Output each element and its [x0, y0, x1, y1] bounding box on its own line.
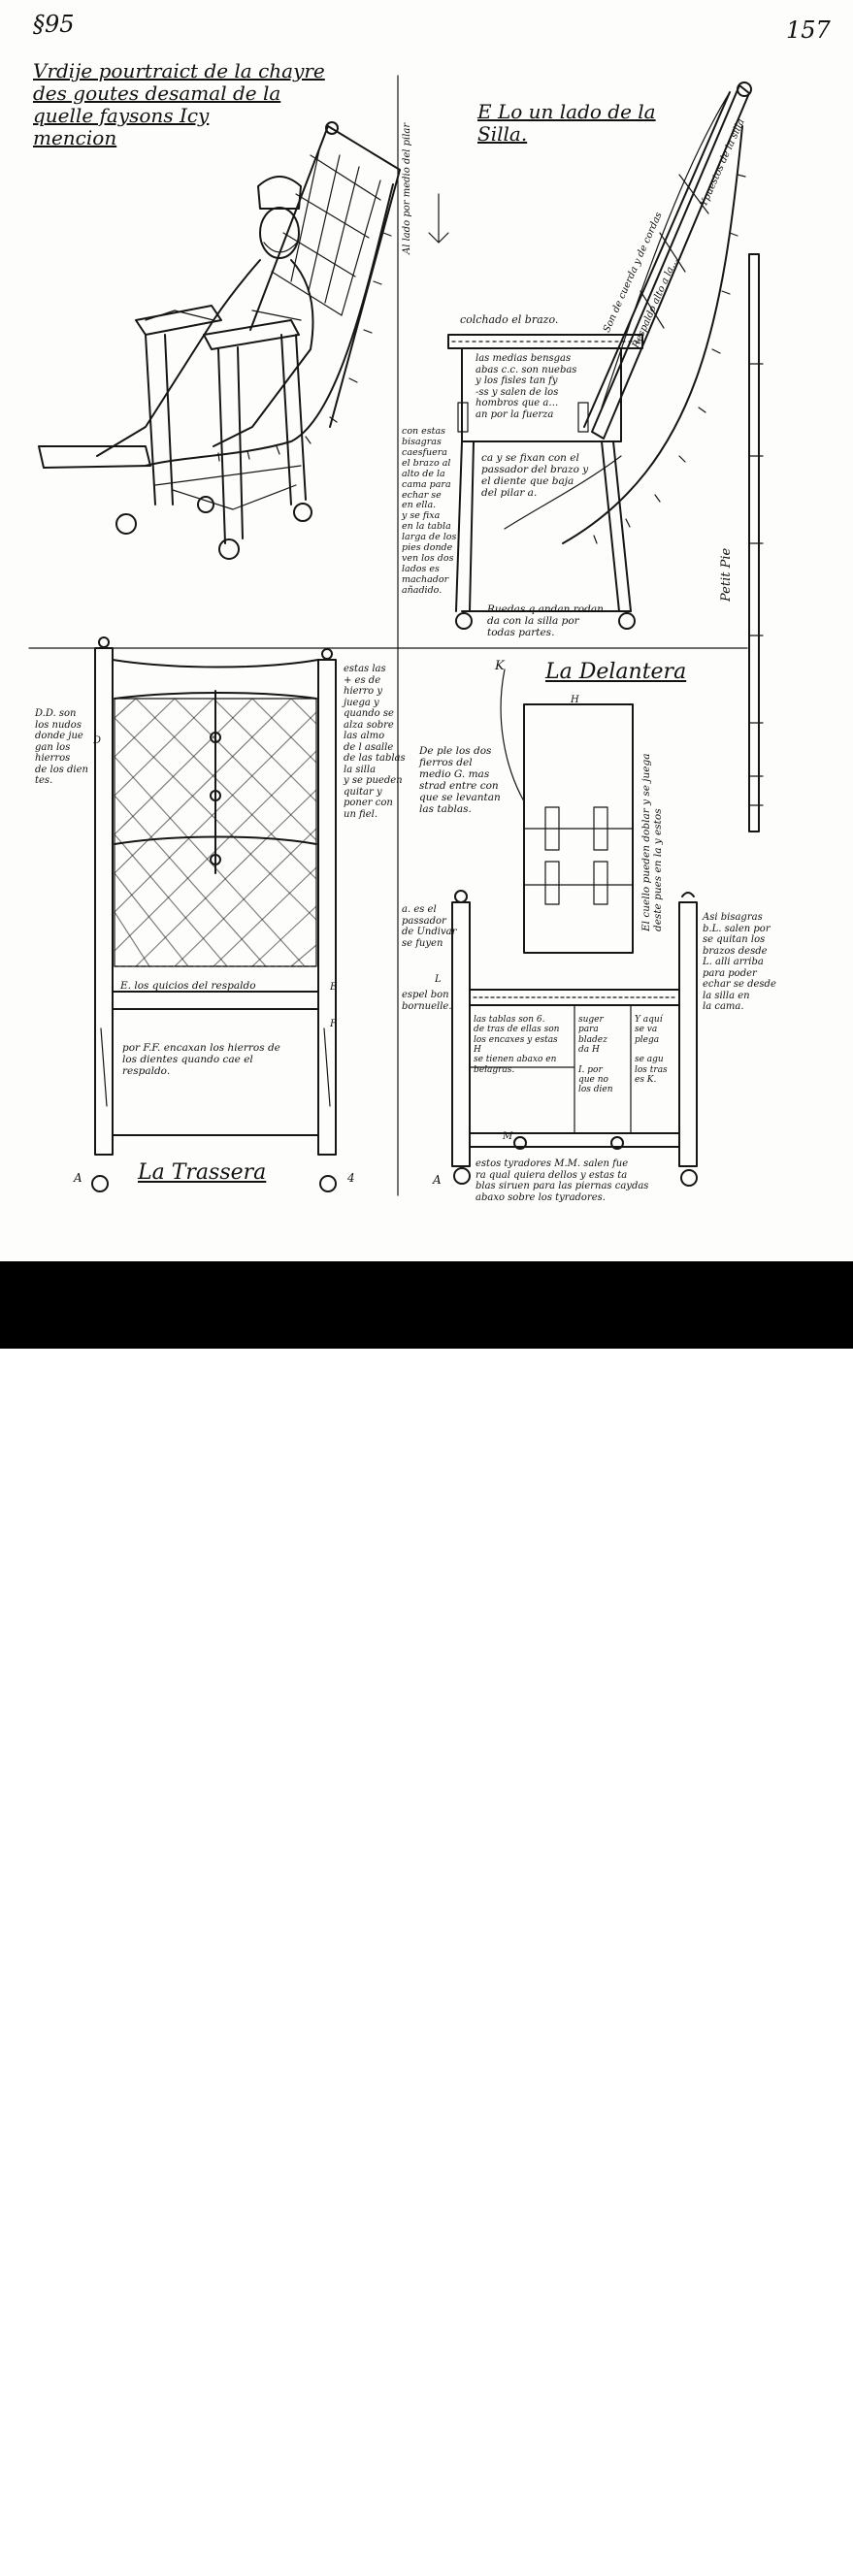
back-letter-d: D: [93, 735, 102, 746]
front-cell-1: las tablas son 6. de tras de ellas son l…: [474, 1015, 560, 1075]
front-letter-l: L: [435, 974, 442, 985]
folio-right: 157: [786, 16, 831, 44]
back-view-title: La Trassera: [138, 1160, 267, 1185]
front-note-espel: espel bon bornuelle.: [402, 990, 452, 1012]
front-view-chair: [451, 668, 698, 1187]
back-letter-4: 4: [347, 1171, 355, 1185]
front-letter-h: H: [571, 695, 579, 705]
alamy-logo: alamy: [27, 2535, 127, 2575]
back-note-dd: D.D. son los nudos donde jue gan los hie…: [35, 708, 88, 786]
back-letter-f: F: [330, 1019, 337, 1029]
bisagras-note: con estas bisagras caesfuera el brazo al…: [402, 426, 457, 596]
front-note-dep: De ple los dos fierros del medio G. mas …: [419, 745, 501, 816]
front-vertical-note: El cuello pueden doblar y se juega deste…: [640, 753, 665, 932]
back-note-right: estas las + es de hierro y juega y quand…: [344, 664, 406, 820]
site-url: www.alamy.com: [734, 2557, 832, 2573]
passador-note: ca y se fixan con el passador del brazo …: [481, 452, 589, 500]
back-note-ff: por F.F. encaxan los hierros de los dien…: [122, 1042, 280, 1078]
reclining-chair-portrait: [38, 121, 401, 560]
back-label-e: E. los quicios del respaldo: [120, 980, 256, 992]
back-letter-a: A: [74, 1171, 82, 1185]
colchado-label: colchado el brazo.: [460, 313, 559, 326]
front-cell-2: suger para bladez da H I. por que no los…: [578, 1015, 613, 1095]
image-id-label: Image ID: 2B2B1TB: [675, 2533, 832, 2553]
manuscript-sheet: §95 157 Vrdije pourtraict de la chayre d…: [0, 0, 853, 1261]
front-letter-k: K: [495, 659, 505, 673]
portrait-title: Vrdije pourtraict de la chayre des goute…: [33, 59, 325, 149]
stock-footer: alamy Image ID: 2B2B1TB www.alamy.com: [0, 1261, 853, 2575]
folio-left: §95: [33, 11, 75, 38]
front-view-title: La Delantera: [545, 660, 687, 684]
front-letter-a: A: [433, 1173, 442, 1187]
back-letter-e: E: [330, 982, 338, 993]
rule-label: Petit Pie: [719, 547, 734, 602]
image-id-block: Image ID: 2B2B1TB www.alamy.com: [676, 2531, 832, 2575]
back-view-chair: [91, 636, 337, 1192]
medias-note: las medias bensgas abas c.c. son nuebas …: [476, 353, 577, 420]
side-view-chair: [428, 82, 752, 630]
front-note-right: Asi bisagras b.L. salen por se quitan lo…: [703, 912, 776, 1012]
chair-drawings: [28, 75, 764, 1196]
measuring-rule: [748, 253, 764, 832]
front-footnote: estos tyradores M.M. salen fue ra qual q…: [476, 1158, 649, 1203]
front-cell-3: Y aquí se va plega se agu los tras es K.: [635, 1015, 668, 1086]
front-note-left: a. es el passador de Undivar se fuyen: [402, 904, 457, 949]
front-letter-m: M: [503, 1131, 513, 1142]
ruedas-note: Ruedas q andan rodan da con la silla por…: [487, 603, 604, 639]
side-view-title: E Lo un lado de la Silla.: [477, 100, 656, 146]
side-vertical-label: Al lado por medio del pilar: [402, 122, 412, 254]
